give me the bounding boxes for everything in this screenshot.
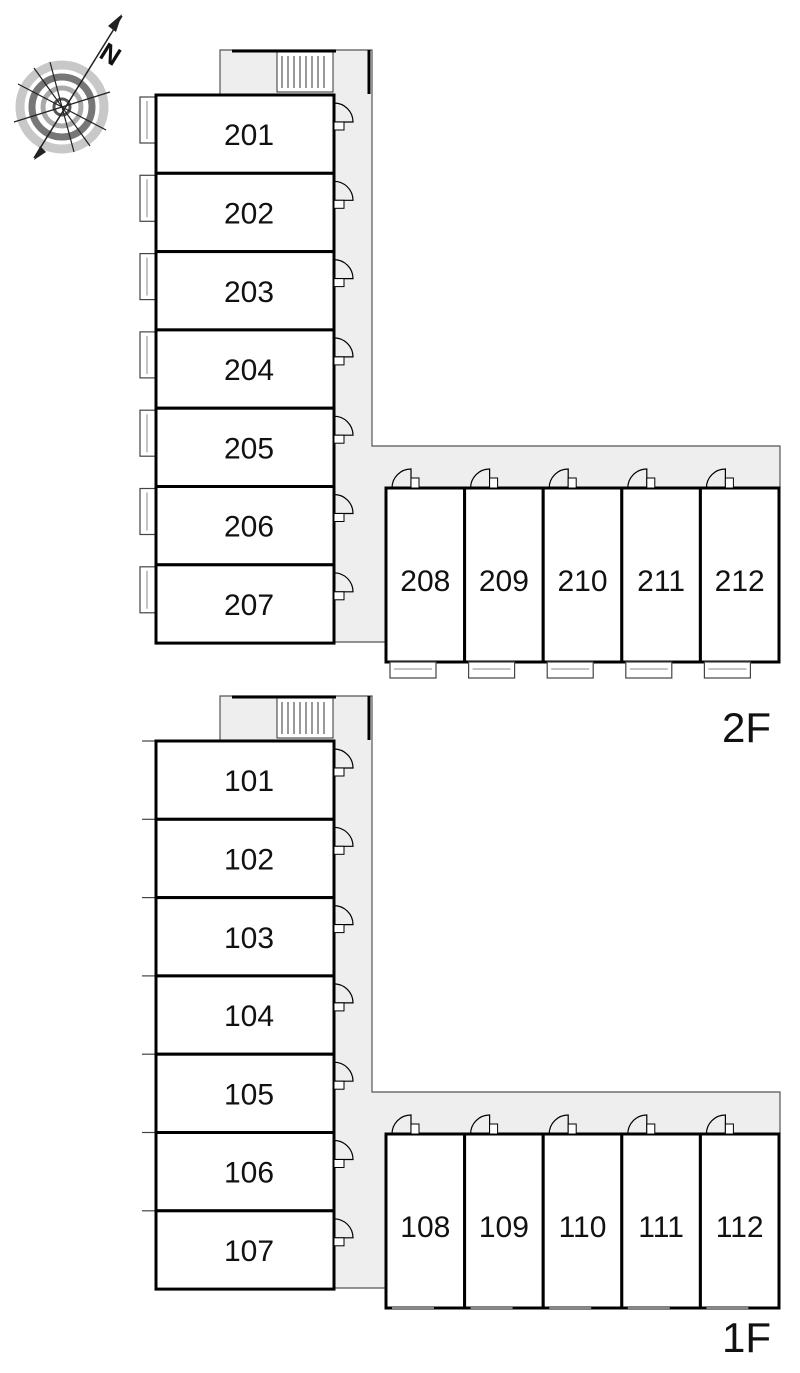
door-icon — [333, 748, 354, 777]
door-icon — [391, 1114, 420, 1135]
door-icon — [333, 983, 354, 1012]
room-number: 102 — [224, 843, 274, 876]
floor-1f: 101 102 103 104 105 106 107 108 109 110 111 112 1F — [142, 695, 781, 1361]
room-212: 212 — [698, 468, 781, 679]
room-103: 103 — [142, 896, 354, 978]
door-icon — [333, 572, 354, 601]
room-number: 110 — [559, 1211, 607, 1244]
door-icon — [333, 259, 354, 288]
room-107: 107 — [142, 1209, 354, 1291]
room-203: 203 — [139, 250, 354, 332]
room-109: 109 — [463, 1114, 545, 1310]
room-210: 210 — [541, 468, 624, 679]
door-icon — [548, 468, 577, 489]
room-number: 106 — [224, 1157, 274, 1190]
room-number: 206 — [224, 511, 274, 544]
room-number: 112 — [716, 1211, 764, 1244]
room-102: 102 — [142, 817, 354, 900]
room-211: 211 — [620, 468, 702, 679]
balcony — [389, 661, 437, 679]
door-icon — [705, 468, 734, 489]
door-icon — [333, 102, 354, 131]
room-205: 205 — [139, 406, 354, 489]
balcony — [139, 487, 157, 536]
balcony — [139, 253, 157, 301]
door-icon — [333, 493, 354, 522]
room-204: 204 — [139, 328, 354, 410]
room-number: 208 — [400, 565, 450, 598]
door-icon — [333, 1218, 354, 1247]
balcony — [625, 661, 673, 679]
floor-label: 1F — [722, 1314, 771, 1361]
door-icon — [470, 468, 499, 489]
room-208: 208 — [384, 468, 467, 679]
balcony — [139, 96, 157, 144]
balcony — [139, 409, 157, 457]
balcony — [703, 661, 752, 679]
room-number: 210 — [557, 565, 607, 598]
balcony — [468, 661, 516, 679]
balcony — [139, 174, 157, 222]
room-number: 104 — [224, 1000, 274, 1033]
room-number: 211 — [637, 565, 685, 598]
room-number: 107 — [224, 1235, 274, 1268]
room-201: 201 — [139, 93, 354, 175]
room-number: 108 — [400, 1211, 450, 1244]
room-202: 202 — [139, 171, 354, 254]
room-105: 105 — [142, 1052, 354, 1134]
room-number: 103 — [224, 922, 274, 955]
room-number: 109 — [479, 1211, 529, 1244]
door-icon — [705, 1114, 734, 1135]
door-icon — [333, 826, 354, 855]
room-number: 205 — [224, 432, 274, 465]
room-104: 104 — [142, 974, 354, 1056]
staircase-icon — [276, 697, 334, 739]
room-111: 111 — [620, 1114, 702, 1310]
room-number: 203 — [224, 276, 274, 309]
door-icon — [391, 468, 420, 489]
door-icon — [333, 180, 354, 209]
room-number: 101 — [224, 765, 274, 798]
room-number: 201 — [224, 119, 274, 152]
room-101: 101 — [142, 739, 354, 821]
door-icon — [333, 415, 354, 444]
room-number: 204 — [224, 354, 274, 387]
room-number: 202 — [224, 197, 274, 230]
room-106: 106 — [142, 1131, 354, 1213]
room-number: 212 — [715, 565, 765, 598]
room-112: 112 — [698, 1114, 781, 1310]
room-number: 105 — [224, 1078, 274, 1111]
room-209: 209 — [463, 468, 545, 679]
room-207: 207 — [139, 563, 354, 645]
door-icon — [470, 1114, 499, 1135]
door-icon — [627, 1114, 656, 1135]
room-number: 207 — [224, 589, 274, 622]
compass-rose-icon: N — [13, 14, 127, 160]
door-icon — [548, 1114, 577, 1135]
balcony — [139, 331, 157, 379]
room-number: 111 — [638, 1211, 684, 1244]
balcony — [139, 566, 157, 614]
door-icon — [627, 468, 656, 489]
room-110: 110 — [541, 1114, 624, 1310]
door-icon — [333, 1061, 354, 1090]
room-206: 206 — [139, 485, 354, 567]
room-number: 209 — [479, 565, 529, 598]
door-icon — [333, 905, 354, 934]
balcony — [546, 661, 594, 679]
floor-2f: 201 202 203 204 205 206 207 208 209 210 211 212 2F — [139, 49, 781, 751]
door-icon — [333, 1139, 354, 1168]
floor-label: 2F — [722, 704, 771, 751]
staircase-icon — [276, 51, 334, 93]
compass-north-label: N — [95, 36, 127, 71]
door-icon — [333, 337, 354, 366]
room-108: 108 — [384, 1114, 467, 1310]
